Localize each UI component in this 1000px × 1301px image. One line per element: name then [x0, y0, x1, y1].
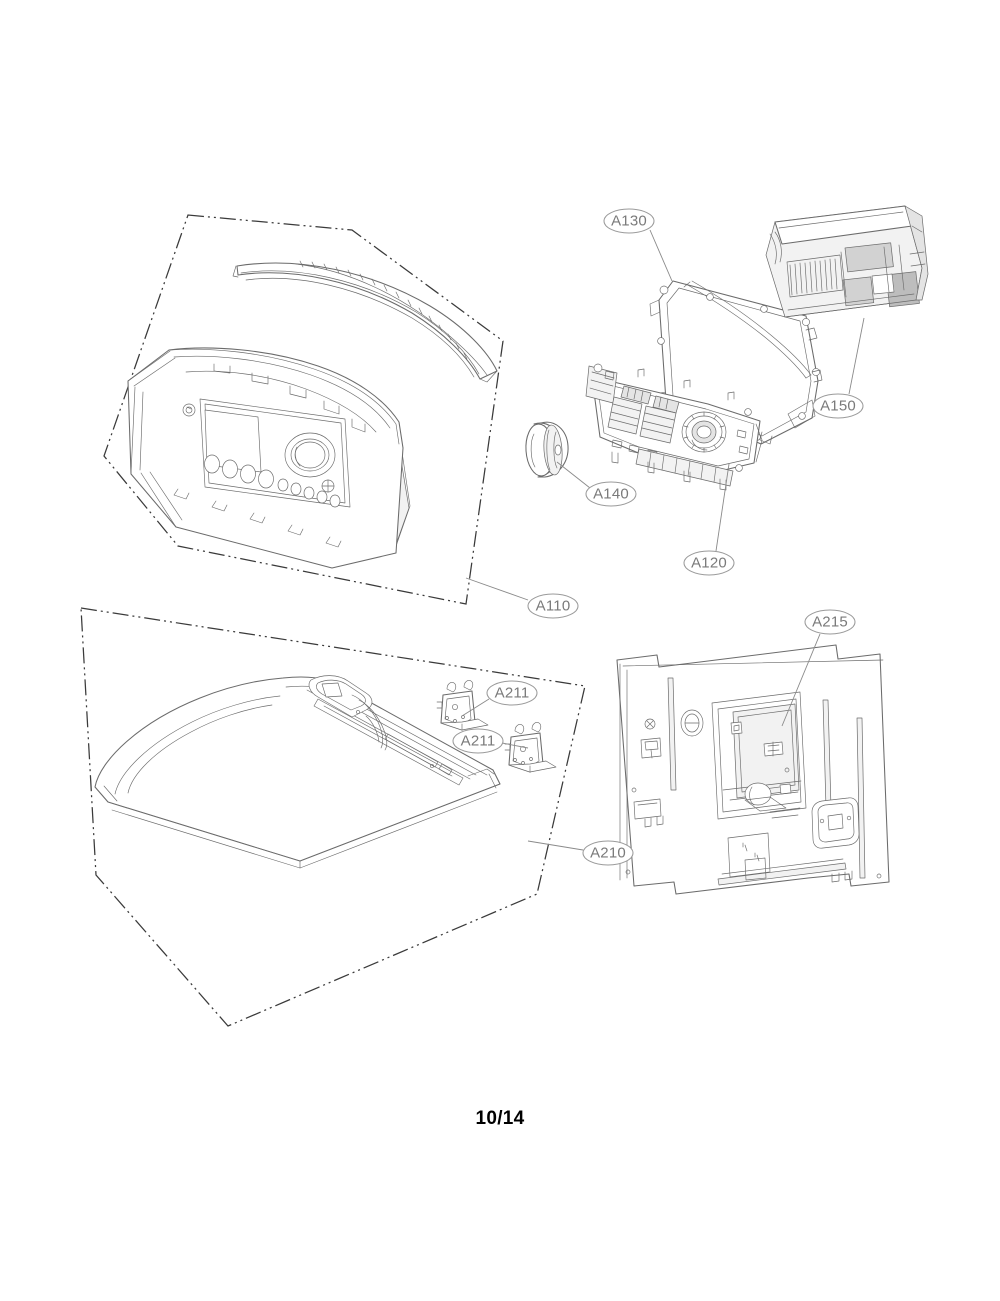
rear-trim-strip [232, 260, 498, 383]
callout-A130-label: A130 [611, 213, 647, 230]
top-cover-boundary [80, 607, 586, 1027]
led-indicator-array [607, 396, 677, 444]
callout-A140-label: A140 [593, 486, 629, 503]
control-panel-boundary [103, 214, 504, 605]
rear-console-panel [616, 644, 890, 895]
callout-A215[interactable]: A215 [781, 609, 856, 727]
callout-A150-label: A150 [820, 398, 856, 415]
seven-segment-display-1 [620, 385, 652, 405]
callout-A130[interactable]: A130 [603, 208, 673, 282]
button-contact-strip [635, 448, 734, 487]
callout-A211-upper[interactable]: A211 [461, 680, 538, 717]
main-pcb-display-board [585, 363, 763, 491]
callout-A210-label: A210 [590, 845, 626, 862]
callout-A210[interactable]: A210 [527, 840, 634, 866]
callout-A110[interactable]: A110 [465, 577, 579, 619]
control-knob [525, 421, 569, 478]
power-module-housing [765, 205, 929, 318]
callout-A211-upper-label: A211 [495, 685, 530, 702]
rotary-encoder [681, 411, 727, 453]
callout-A211-lower-label: A211 [461, 733, 496, 750]
callout-A120-label: A120 [691, 555, 727, 572]
callout-A150[interactable]: A150 [812, 317, 865, 419]
outlet-cutout [811, 797, 860, 849]
electronics-group [525, 205, 929, 491]
lid-hinge-bracket-upper [436, 680, 489, 731]
callout-layer: A110 A120 A130 A140 A150 A210 [452, 208, 865, 866]
control-panel-body [127, 347, 411, 569]
callout-A140[interactable]: A140 [556, 461, 637, 507]
control-panel-group [103, 214, 504, 605]
callout-A215-label: A215 [812, 614, 848, 631]
callout-A110-label: A110 [536, 598, 571, 615]
lid-hinge-bracket-lower [504, 722, 557, 773]
page-number: 10/14 [475, 1108, 525, 1129]
callout-A211-lower[interactable]: A211 [452, 728, 529, 754]
callout-A120[interactable]: A120 [683, 463, 735, 576]
top-cover-group [80, 607, 586, 1027]
top-lid [94, 675, 501, 869]
